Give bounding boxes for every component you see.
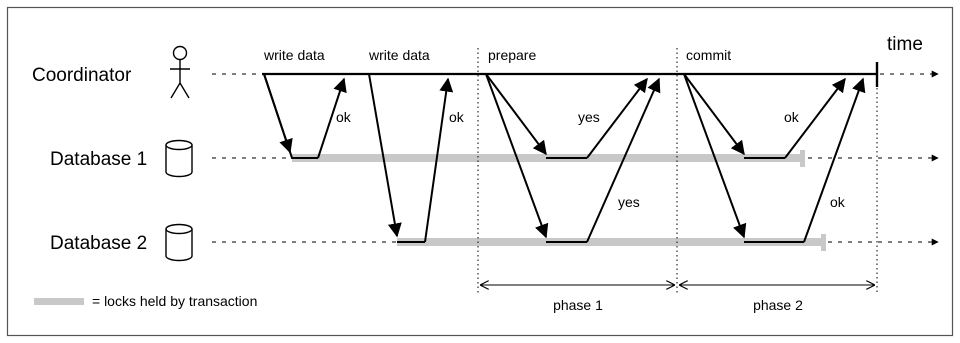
- arrow-prepare-db2: [485, 73, 549, 239]
- msg-commit: commit: [686, 47, 731, 63]
- arrow-yes-1: [586, 77, 648, 159]
- legend-lock-swatch: [34, 298, 84, 305]
- arrow-write-data-1-head: [263, 73, 293, 154]
- lock-bar-db1-end: [800, 150, 805, 167]
- message-arrows: [263, 73, 866, 243]
- msg-ok-1: ok: [336, 109, 352, 125]
- msg-write-data-2: write data: [368, 47, 430, 63]
- msg-yes-2: yes: [618, 194, 640, 210]
- arrow-ok-1: [317, 77, 347, 159]
- label-phase-2: phase 2: [753, 297, 803, 313]
- lock-bar-db2-end: [821, 234, 826, 251]
- arrow-commit-db2: [683, 73, 747, 239]
- legend: = locks held by transaction: [34, 293, 257, 309]
- label-database-2: Database 2: [50, 233, 147, 254]
- arrow-yes-2: [586, 77, 661, 243]
- legend-label: = locks held by transaction: [92, 293, 257, 309]
- arrow-commit-db1: [683, 73, 745, 156]
- msg-prepare: prepare: [488, 47, 536, 63]
- msg-write-data-1: write data: [263, 47, 325, 63]
- arrow-ok-4: [803, 77, 866, 243]
- arrow-prepare-db1: [485, 73, 547, 156]
- database-1-icon: [165, 139, 193, 178]
- arrow-ok-3: [784, 77, 846, 159]
- timeline-coordinator: [212, 62, 939, 87]
- label-database-1: Database 1: [50, 149, 147, 170]
- diagram-frame: [6, 6, 954, 337]
- arrow-ok-2: [424, 77, 454, 243]
- msg-ok-2: ok: [449, 109, 465, 125]
- time-axis-label: time: [887, 34, 923, 55]
- label-phase-1: phase 1: [553, 297, 603, 313]
- arrow-write-data-1: [263, 73, 318, 159]
- lock-bar-db2: [397, 238, 825, 246]
- msg-ok-3: ok: [784, 109, 800, 125]
- arrow-write-data-2: [368, 73, 402, 238]
- coordinator-person-icon: [170, 45, 190, 99]
- msg-yes-1: yes: [578, 109, 600, 125]
- label-coordinator: Coordinator: [32, 65, 132, 86]
- database-2-icon: [165, 223, 193, 262]
- msg-ok-4: ok: [830, 194, 846, 210]
